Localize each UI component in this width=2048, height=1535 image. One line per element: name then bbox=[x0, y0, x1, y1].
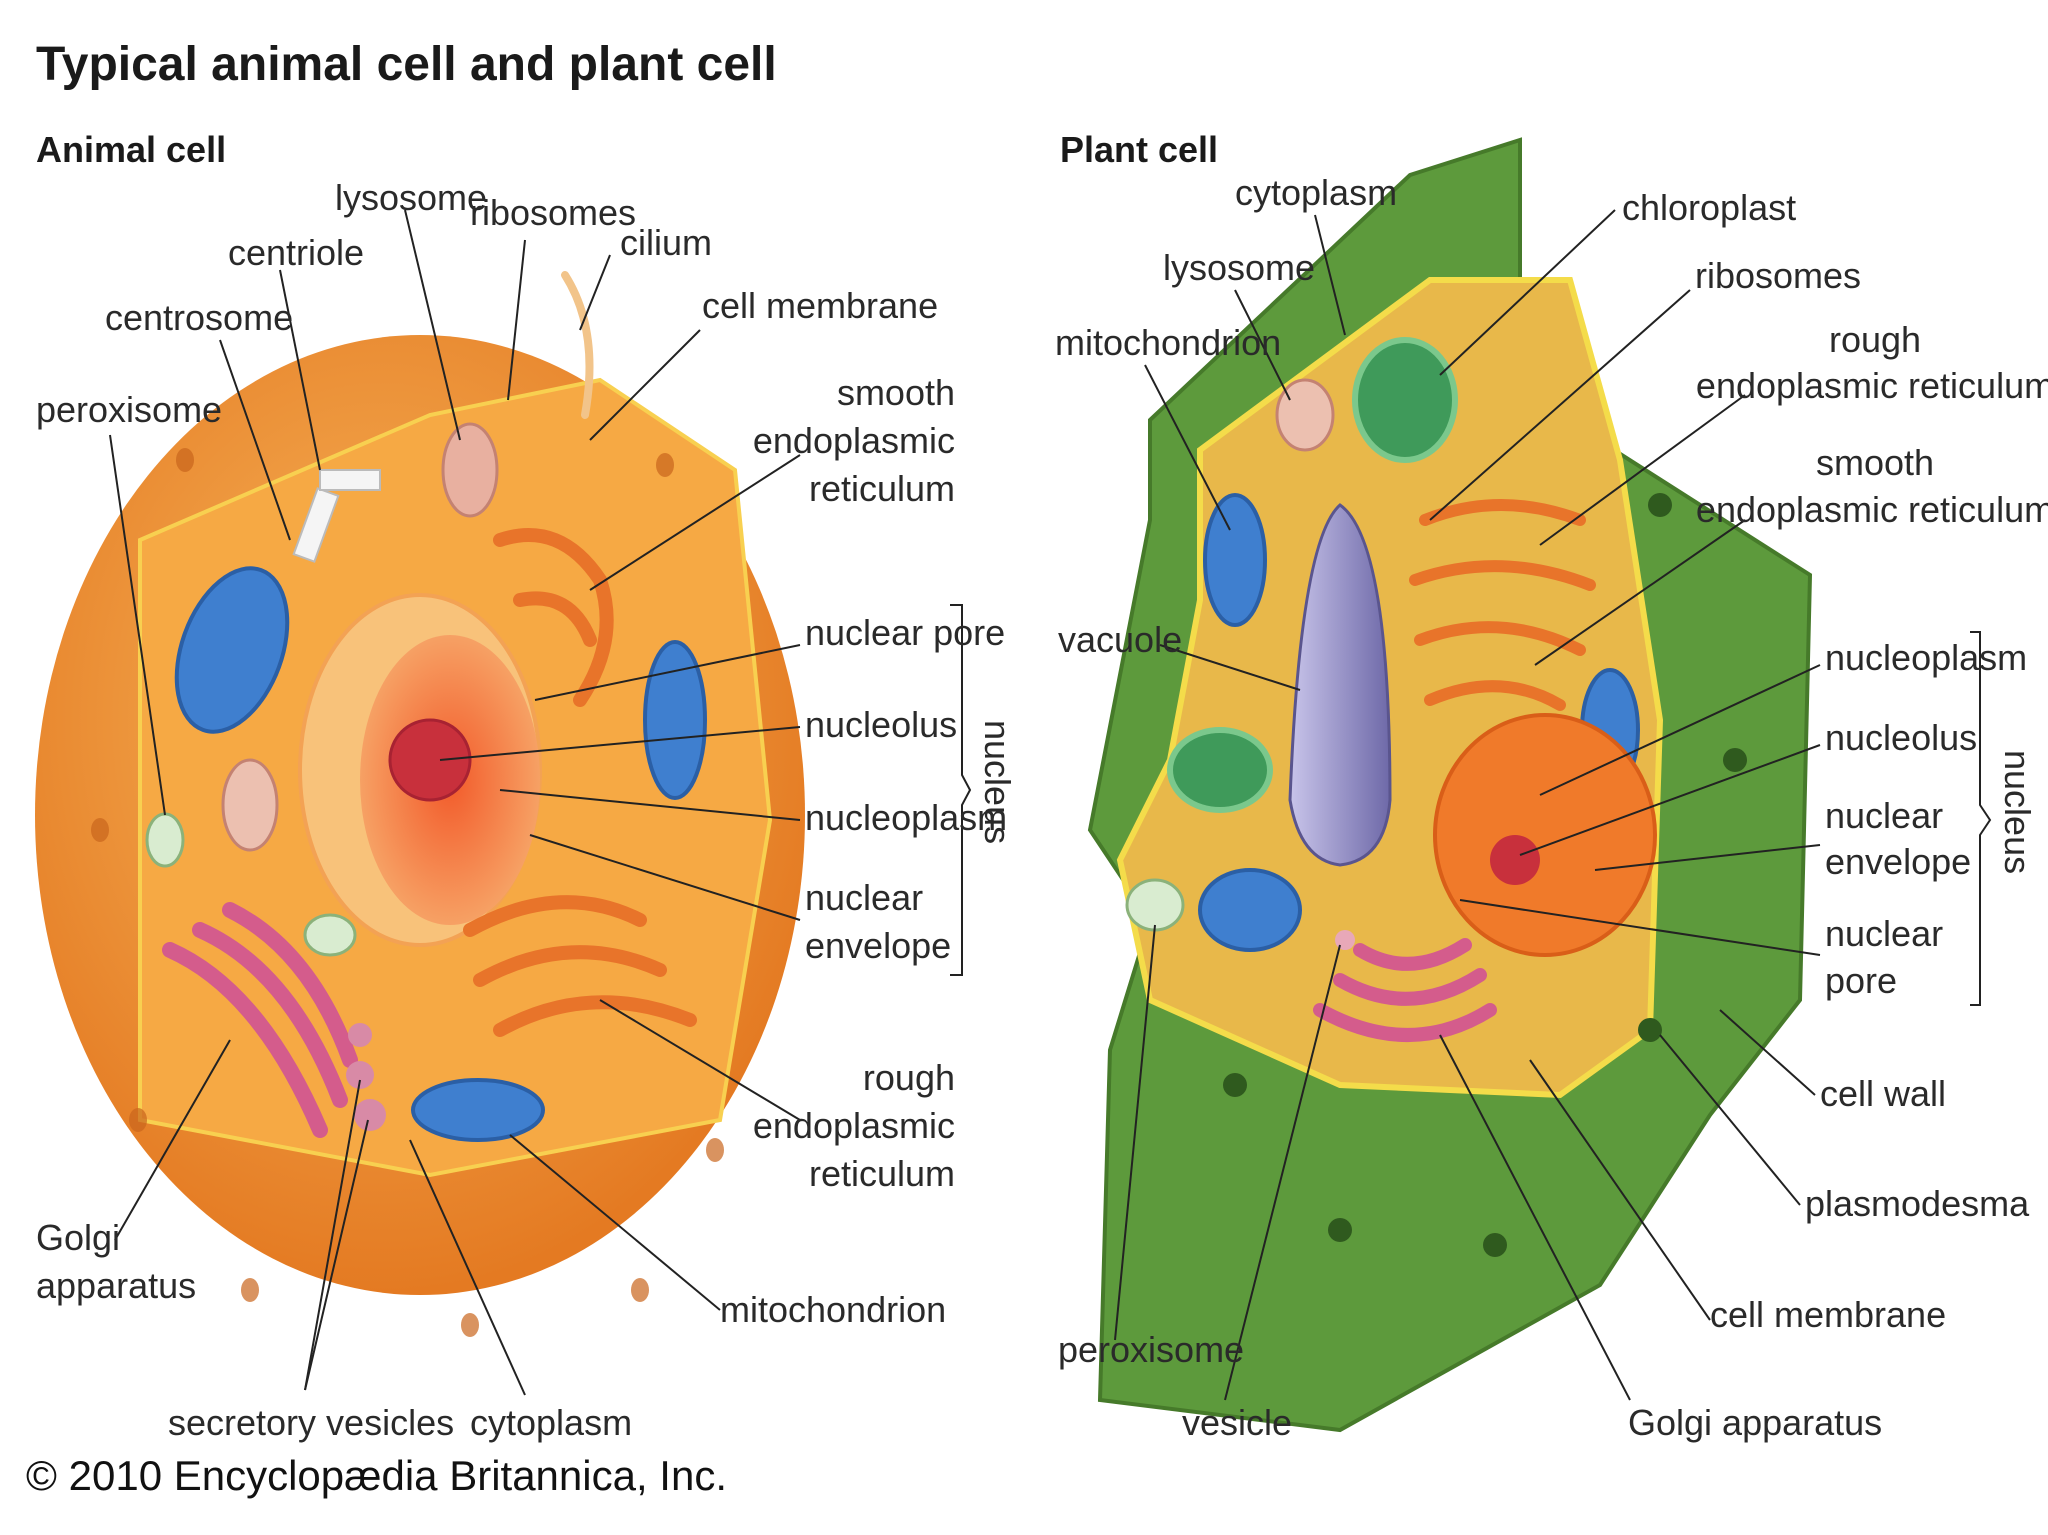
plant-label-cell-wall: cell wall bbox=[1820, 1073, 1946, 1114]
animal-secretory-vesicle-shapes bbox=[346, 1023, 386, 1131]
plant-label-nuclear-envelope-1: nuclear bbox=[1825, 795, 1943, 836]
plant-vesicle-shape bbox=[1335, 930, 1355, 950]
plant-label-rough-er-1: rough bbox=[1829, 319, 1921, 360]
animal-label-lysosome: lysosome bbox=[335, 177, 487, 218]
plant-label-chloroplast: chloroplast bbox=[1622, 187, 1796, 228]
animal-label-cytoplasm: cytoplasm bbox=[470, 1402, 632, 1443]
plant-label-golgi: Golgi apparatus bbox=[1628, 1402, 1882, 1443]
plant-label-nuclear-envelope-2: envelope bbox=[1825, 841, 1971, 882]
animal-label-rough-er-3: reticulum bbox=[809, 1153, 955, 1194]
animal-er-shapes bbox=[463, 528, 697, 1037]
animal-peroxisome-2-shape bbox=[303, 913, 357, 957]
plant-label-lysosome: lysosome bbox=[1163, 247, 1315, 288]
plant-label-cell-membrane: cell membrane bbox=[1710, 1294, 1946, 1335]
plant-chloroplast-2 bbox=[1167, 727, 1273, 813]
animal-label-nuclear-envelope-2: envelope bbox=[805, 925, 951, 966]
plant-label-mitochondrion: mitochondrion bbox=[1055, 322, 1281, 363]
plant-nucleolus-shape bbox=[1490, 835, 1540, 885]
animal-label-cilium: cilium bbox=[620, 222, 712, 263]
animal-label-centrosome: centrosome bbox=[105, 297, 293, 338]
plant-label-nuclear-pore-2: pore bbox=[1825, 960, 1897, 1001]
animal-label-centriole: centriole bbox=[228, 232, 364, 273]
animal-cilium-shape bbox=[561, 271, 594, 419]
animal-label-rough-er-2: endoplasmic bbox=[753, 1105, 955, 1146]
animal-label-cell-membrane: cell membrane bbox=[702, 285, 938, 326]
animal-label-nuclear-pore: nuclear pore bbox=[805, 612, 1005, 653]
page-title: Typical animal cell and plant cell bbox=[36, 38, 777, 91]
plant-label-vesicle: vesicle bbox=[1182, 1402, 1292, 1443]
plant-labels: cytoplasm chloroplast lysosome ribosomes… bbox=[1055, 172, 2048, 1443]
plant-mitochondrion-1 bbox=[1203, 493, 1267, 627]
animal-centriole-shape bbox=[292, 487, 340, 563]
animal-label-golgi-2: apparatus bbox=[36, 1265, 196, 1306]
plant-plasmodesma-pits bbox=[1223, 493, 1747, 1257]
animal-mitochondrion-2 bbox=[643, 640, 707, 800]
plant-label-nucleoplasm: nucleoplasm bbox=[1825, 637, 2027, 678]
animal-mitochondrion-1 bbox=[174, 566, 290, 734]
animal-nucleolus-shape bbox=[388, 718, 472, 802]
animal-label-smooth-er-3: reticulum bbox=[809, 468, 955, 509]
animal-label-ribosomes: ribosomes bbox=[470, 192, 636, 233]
animal-label-nucleoplasm: nucleoplasm bbox=[805, 797, 1007, 838]
animal-mitochondrion-3 bbox=[411, 1078, 545, 1142]
plant-lysosome-shape bbox=[1275, 378, 1335, 452]
plant-er-shapes bbox=[1409, 499, 1596, 711]
plant-chloroplast-1 bbox=[1352, 337, 1458, 463]
plant-label-ribosomes: ribosomes bbox=[1695, 255, 1861, 296]
animal-label-smooth-er-1: smooth bbox=[837, 372, 955, 413]
plant-cell bbox=[1087, 137, 1813, 1433]
plant-vacuole-shape bbox=[1288, 503, 1392, 867]
animal-label-peroxisome: peroxisome bbox=[36, 389, 222, 430]
animal-labels: lysosome ribosomes centriole cilium cent… bbox=[36, 177, 1018, 1443]
plant-cell-heading: Plant cell bbox=[1060, 129, 1218, 170]
plant-peroxisome-shape bbox=[1125, 878, 1185, 932]
animal-peroxisome-shape bbox=[145, 812, 185, 868]
plant-label-vacuole: vacuole bbox=[1058, 619, 1182, 660]
animal-leader-lines bbox=[109, 209, 972, 1396]
animal-centriole-shape-2 bbox=[319, 469, 381, 491]
plant-mitochondrion-2 bbox=[1198, 868, 1302, 952]
copyright-notice: © 2010 Encyclopædia Britannica, Inc. bbox=[26, 1452, 727, 1499]
animal-label-nucleolus: nucleolus bbox=[805, 704, 957, 745]
animal-label-smooth-er-2: endoplasmic bbox=[753, 420, 955, 461]
animal-golgi-shape bbox=[162, 902, 358, 1138]
plant-label-plasmodesma: plasmodesma bbox=[1805, 1183, 2030, 1224]
animal-label-nuclear-envelope-1: nuclear bbox=[805, 877, 923, 918]
animal-membrane-pits bbox=[91, 448, 724, 1337]
plant-label-rough-er-2: endoplasmic reticulum bbox=[1696, 365, 2048, 406]
plant-label-nucleus: nucleus bbox=[1997, 750, 2038, 874]
animal-label-golgi-1: Golgi bbox=[36, 1217, 120, 1258]
animal-cell-heading: Animal cell bbox=[36, 129, 226, 170]
plant-label-smooth-er-1: smooth bbox=[1816, 442, 1934, 483]
plant-golgi-shape bbox=[1313, 938, 1497, 1042]
plant-leader-lines bbox=[1114, 209, 1992, 1401]
plant-nucleus-shape bbox=[1433, 713, 1657, 957]
animal-label-secretory-vesicles: secretory vesicles bbox=[168, 1402, 454, 1443]
plant-label-nuclear-pore-1: nuclear bbox=[1825, 913, 1943, 954]
animal-label-rough-er-1: rough bbox=[863, 1057, 955, 1098]
animal-label-nucleus: nucleus bbox=[977, 720, 1018, 844]
plant-label-nucleolus: nucleolus bbox=[1825, 717, 1977, 758]
plant-label-cytoplasm: cytoplasm bbox=[1235, 172, 1397, 213]
plant-label-peroxisome: peroxisome bbox=[1058, 1329, 1244, 1370]
animal-label-mitochondrion: mitochondrion bbox=[720, 1289, 946, 1330]
plant-label-smooth-er-2: endoplasmic reticulum bbox=[1696, 489, 2048, 530]
animal-lysosome-2-shape bbox=[221, 758, 279, 852]
animal-lysosome-shape bbox=[441, 422, 499, 518]
